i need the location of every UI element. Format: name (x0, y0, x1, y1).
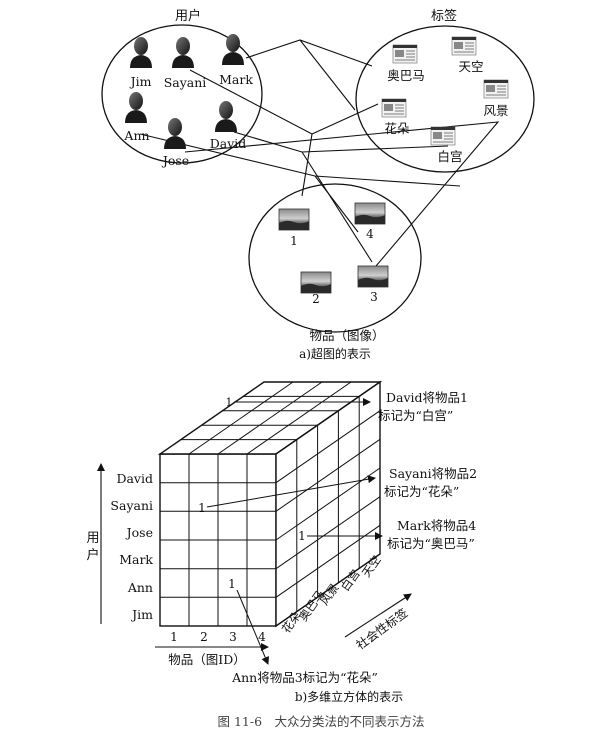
annotation-david-line-1: David将物品1 (386, 390, 468, 405)
photo-item-1 (278, 208, 310, 231)
webpage-thumb-whitehouse (430, 126, 456, 146)
annotation-arrow-sayani (206, 475, 376, 508)
webpage-thumb-sky (451, 36, 477, 56)
cube-item-label-2: 2 (200, 630, 208, 644)
avatar-david (215, 101, 237, 132)
hypergraph: 用户 标签 物品（图像） a)超图的表示 (101, 8, 535, 361)
cube-user-label-david: David (116, 471, 153, 486)
user-axis-label-char-1: 用 (86, 531, 99, 546)
cell-mark-david: 1 (226, 396, 233, 409)
annotation-mark-line-2: 标记为“奥巴马” (387, 536, 475, 551)
annotation-ann-line-1: Ann将物品3标记为“花朵” (231, 670, 378, 685)
user-label-jim: Jim (129, 74, 152, 89)
tag-label-scenery: 风景 (483, 103, 508, 118)
cube-user-label-sayani: Sayani (110, 498, 153, 513)
avatar-jim (130, 37, 152, 68)
tags-title: 标签 (431, 8, 457, 24)
annotation-mark-line-1: Mark将物品4 (397, 518, 476, 533)
users-ellipse (101, 24, 263, 164)
user-axis-label-char-2: 户 (86, 547, 99, 563)
item-label-3: 3 (370, 290, 378, 304)
cube-user-label-ann: Ann (127, 580, 153, 595)
item-label-2: 2 (312, 292, 320, 306)
avatar-sayani (172, 37, 194, 68)
tag-label-obama: 奥巴马 (387, 68, 425, 83)
tag-axis-arrow (344, 593, 412, 638)
cell-mark-sayani: 1 (198, 501, 206, 515)
cell-mark-mark: 1 (298, 529, 306, 543)
avatar-jose (164, 118, 186, 149)
cube-caption: b)多维立方体的表示 (295, 689, 403, 704)
figure-caption: 图 11-6 大众分类法的不同表示方法 (217, 714, 424, 729)
hyperedges (139, 39, 500, 267)
photo-item-2 (300, 271, 332, 294)
hyperedge-jose (184, 121, 500, 267)
cube-user-label-mark: Mark (119, 552, 153, 567)
tag-label-sky: 天空 (458, 59, 483, 74)
cube-item-label-4: 4 (258, 630, 266, 644)
photo-item-3 (357, 265, 389, 288)
hyperedge-ann (139, 133, 461, 233)
user-label-jose: Jose (161, 153, 189, 168)
user-label-sayani: Sayani (164, 75, 207, 90)
user-label-mark: Mark (219, 72, 253, 87)
hyperedge-david (233, 131, 449, 263)
tag-axis-label: 社会性标签 (353, 605, 410, 652)
annotation-arrow-ann (236, 589, 269, 665)
user-avatars (125, 34, 244, 149)
cube-grid-lines (160, 381, 381, 626)
annotation-david-line-2: 标记为“白宫” (378, 408, 453, 423)
cell-mark-ann: 1 (228, 577, 236, 591)
photo-item-4 (354, 202, 386, 225)
hyperedge-sayani (189, 69, 379, 197)
cube-user-label-jose: Jose (125, 525, 153, 540)
cube-user-label-jim: Jim (130, 607, 153, 622)
webpage-thumb-scenery (483, 79, 509, 99)
item-label-1: 1 (290, 234, 298, 248)
user-axis-label: 用户 (0, 0, 2, 1)
user-label-ann: Ann (123, 128, 149, 143)
item-label-4: 4 (366, 227, 374, 241)
hyperedge-mark (245, 39, 373, 111)
item-axis-label: 物品（图ID） (168, 652, 245, 667)
tag-label-flower: 花朵 (384, 121, 410, 136)
items-title: 物品（图像） (309, 328, 384, 343)
user-label-david: David (210, 136, 247, 151)
avatar-ann (125, 92, 147, 123)
items-ellipse (248, 183, 422, 333)
item-photos (278, 202, 389, 294)
annotation-sayani-line-2: 标记为“花朵” (384, 484, 459, 499)
webpage-thumb-flower (381, 98, 407, 118)
avatar-mark (222, 34, 244, 65)
cube-item-label-3: 3 (229, 630, 237, 644)
tag-label-whitehouse: 白宫 (437, 149, 462, 164)
webpage-thumb-obama (392, 44, 418, 64)
users-title: 用户 (175, 8, 201, 24)
tags-ellipse (355, 25, 535, 173)
annotation-sayani-line-1: Sayani将物品2 (389, 466, 477, 481)
tag-thumbnails (381, 36, 509, 146)
hypergraph-caption: a)超图的表示 (299, 346, 371, 361)
cube-item-label-1: 1 (170, 630, 178, 644)
